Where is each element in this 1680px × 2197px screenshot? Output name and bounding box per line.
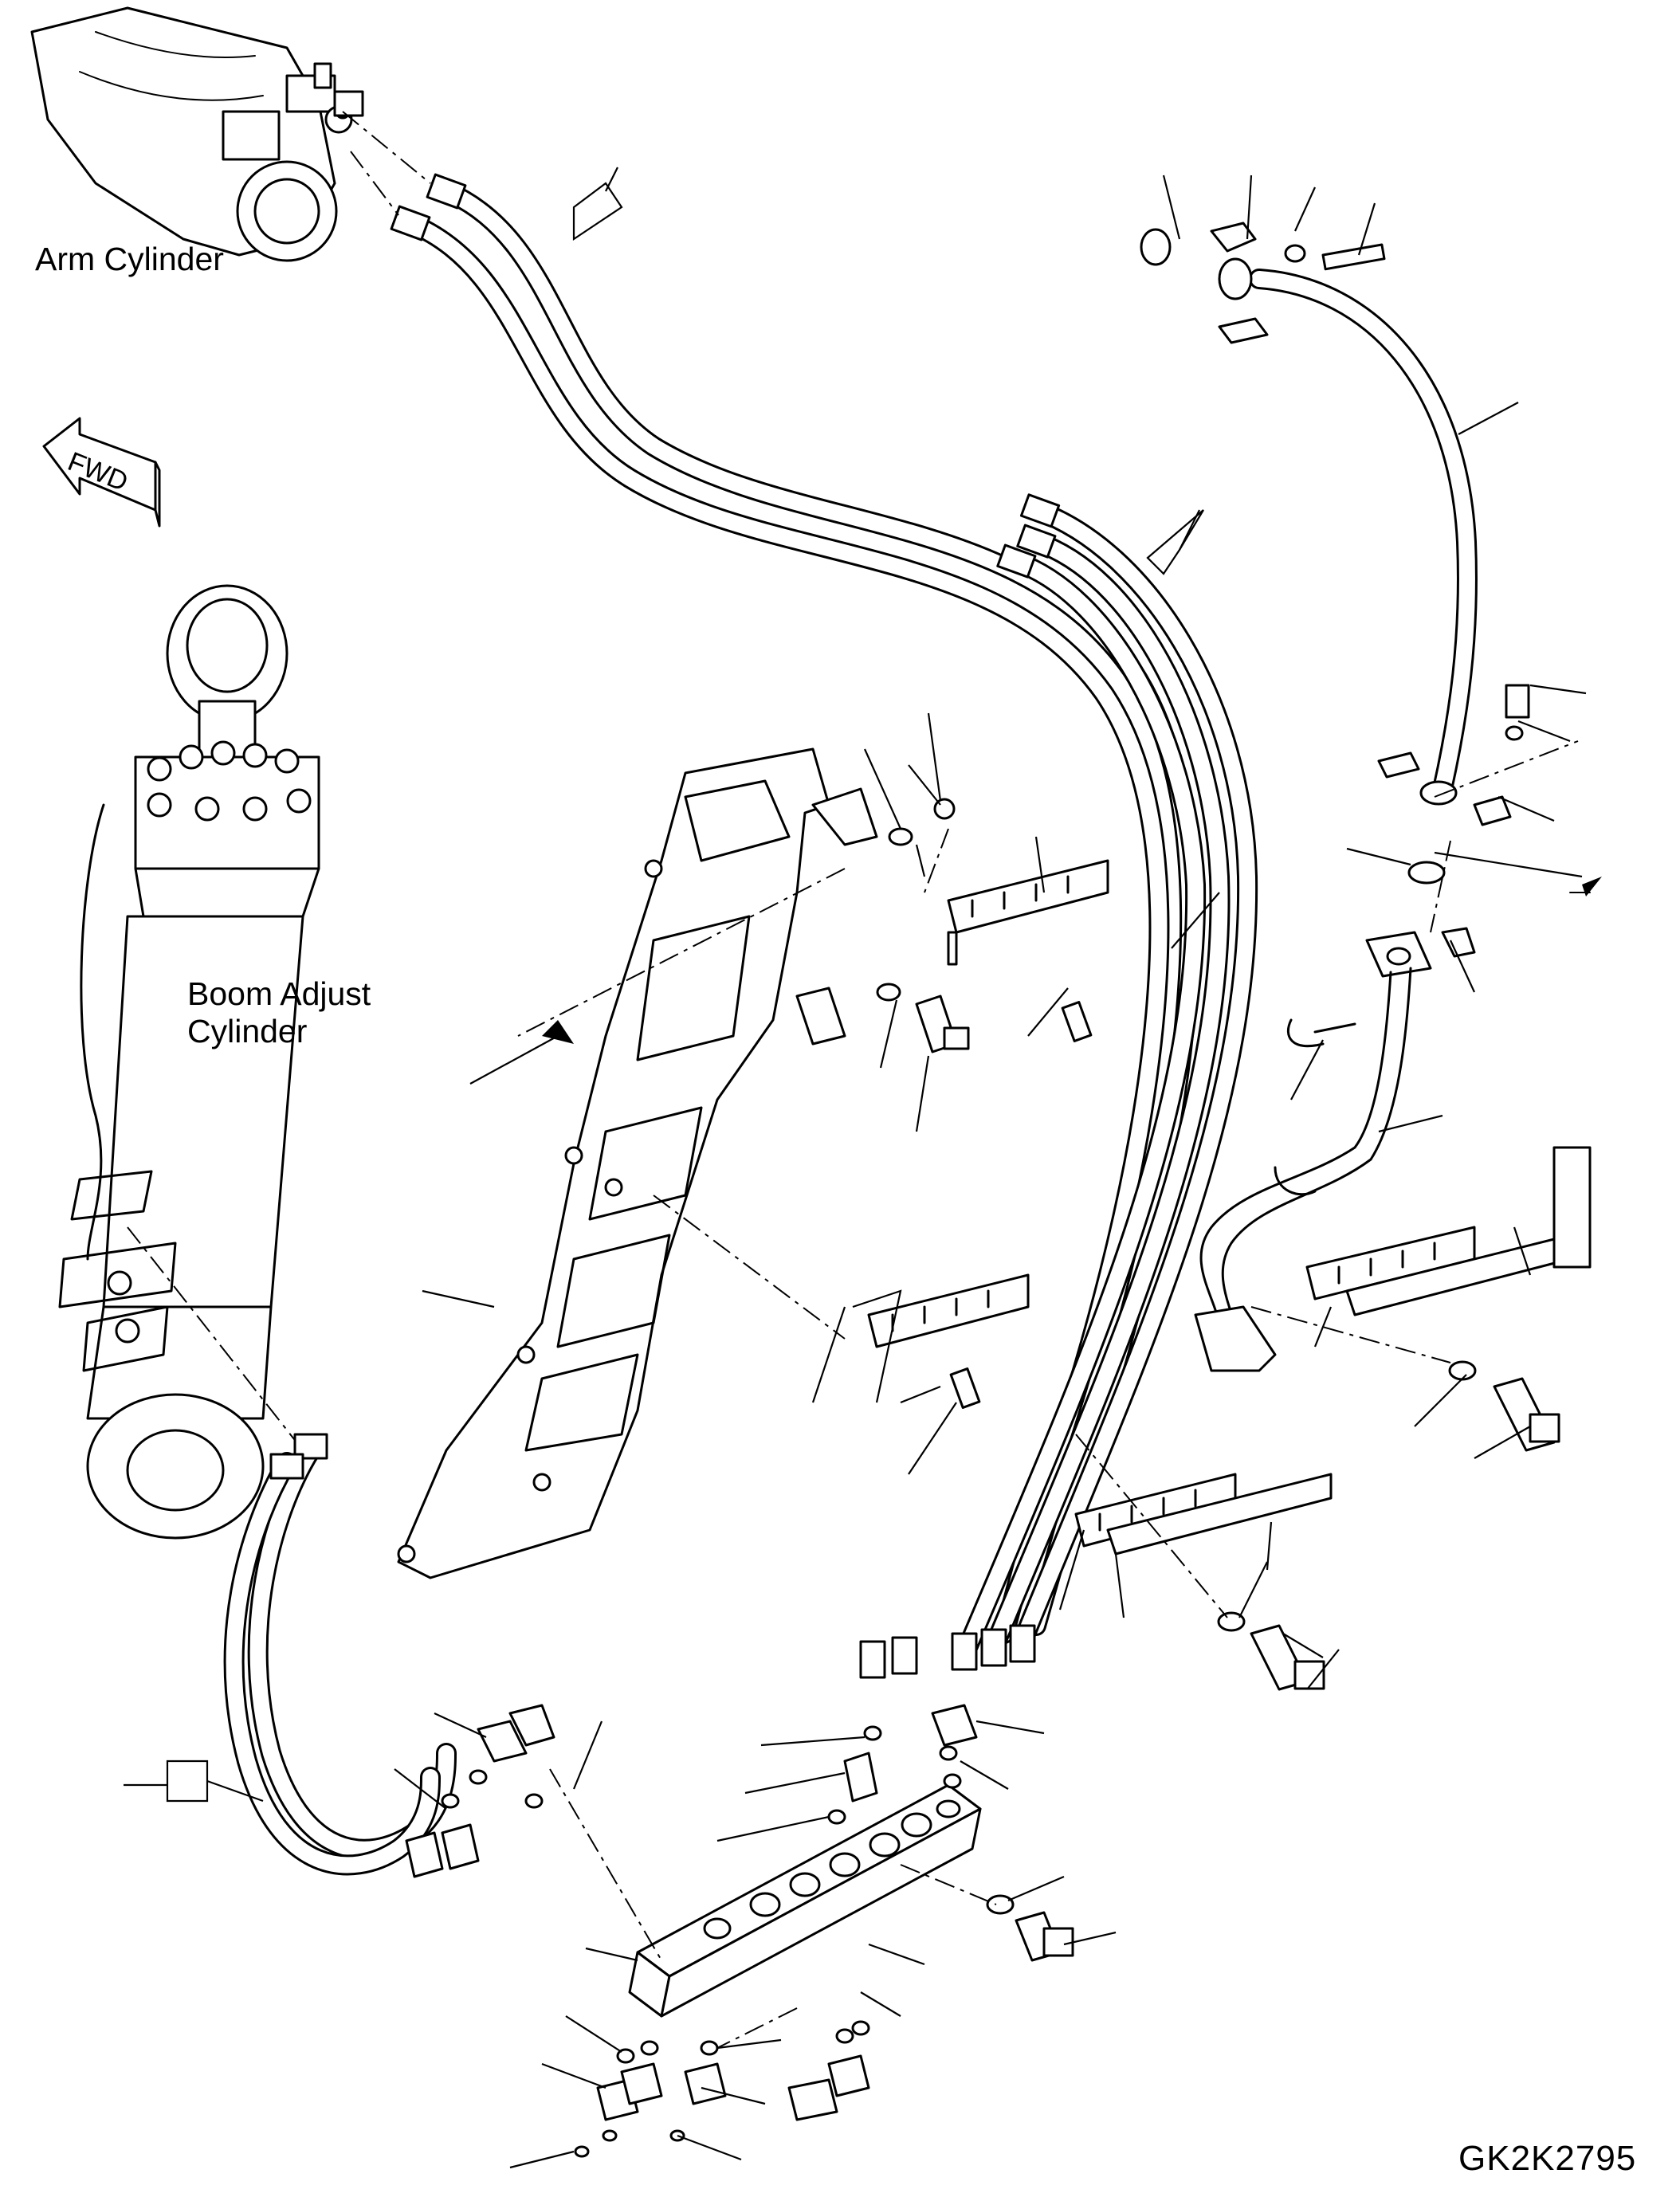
manifold-fittings: [441, 1704, 997, 2158]
boom-adjust-cylinder: [58, 584, 320, 1540]
boom-adjust-label-line1: Boom Adjust: [187, 975, 371, 1012]
arm-cylinder: [30, 6, 364, 262]
boom-cylinder-hoses: [223, 1433, 480, 1878]
manifold-block: [628, 1783, 982, 2018]
fwd-arrow-icon: [42, 417, 161, 528]
bolts-washers: [876, 798, 1560, 1962]
leader-lines: [124, 167, 1587, 2169]
right-hose-assembly: [1140, 222, 1602, 1372]
drawing-code: GK2K2795: [1458, 2139, 1637, 2178]
boom-hoses: [859, 493, 1258, 1679]
boom-adjust-cylinder-label: Boom Adjust Cylinder: [187, 975, 371, 1050]
boom-adjust-label-line2: Cylinder: [187, 1013, 308, 1050]
arm-cylinder-label: Arm Cylinder: [35, 241, 224, 277]
hose-clamps: [867, 859, 1592, 1556]
mounting-plate: [397, 747, 878, 1579]
